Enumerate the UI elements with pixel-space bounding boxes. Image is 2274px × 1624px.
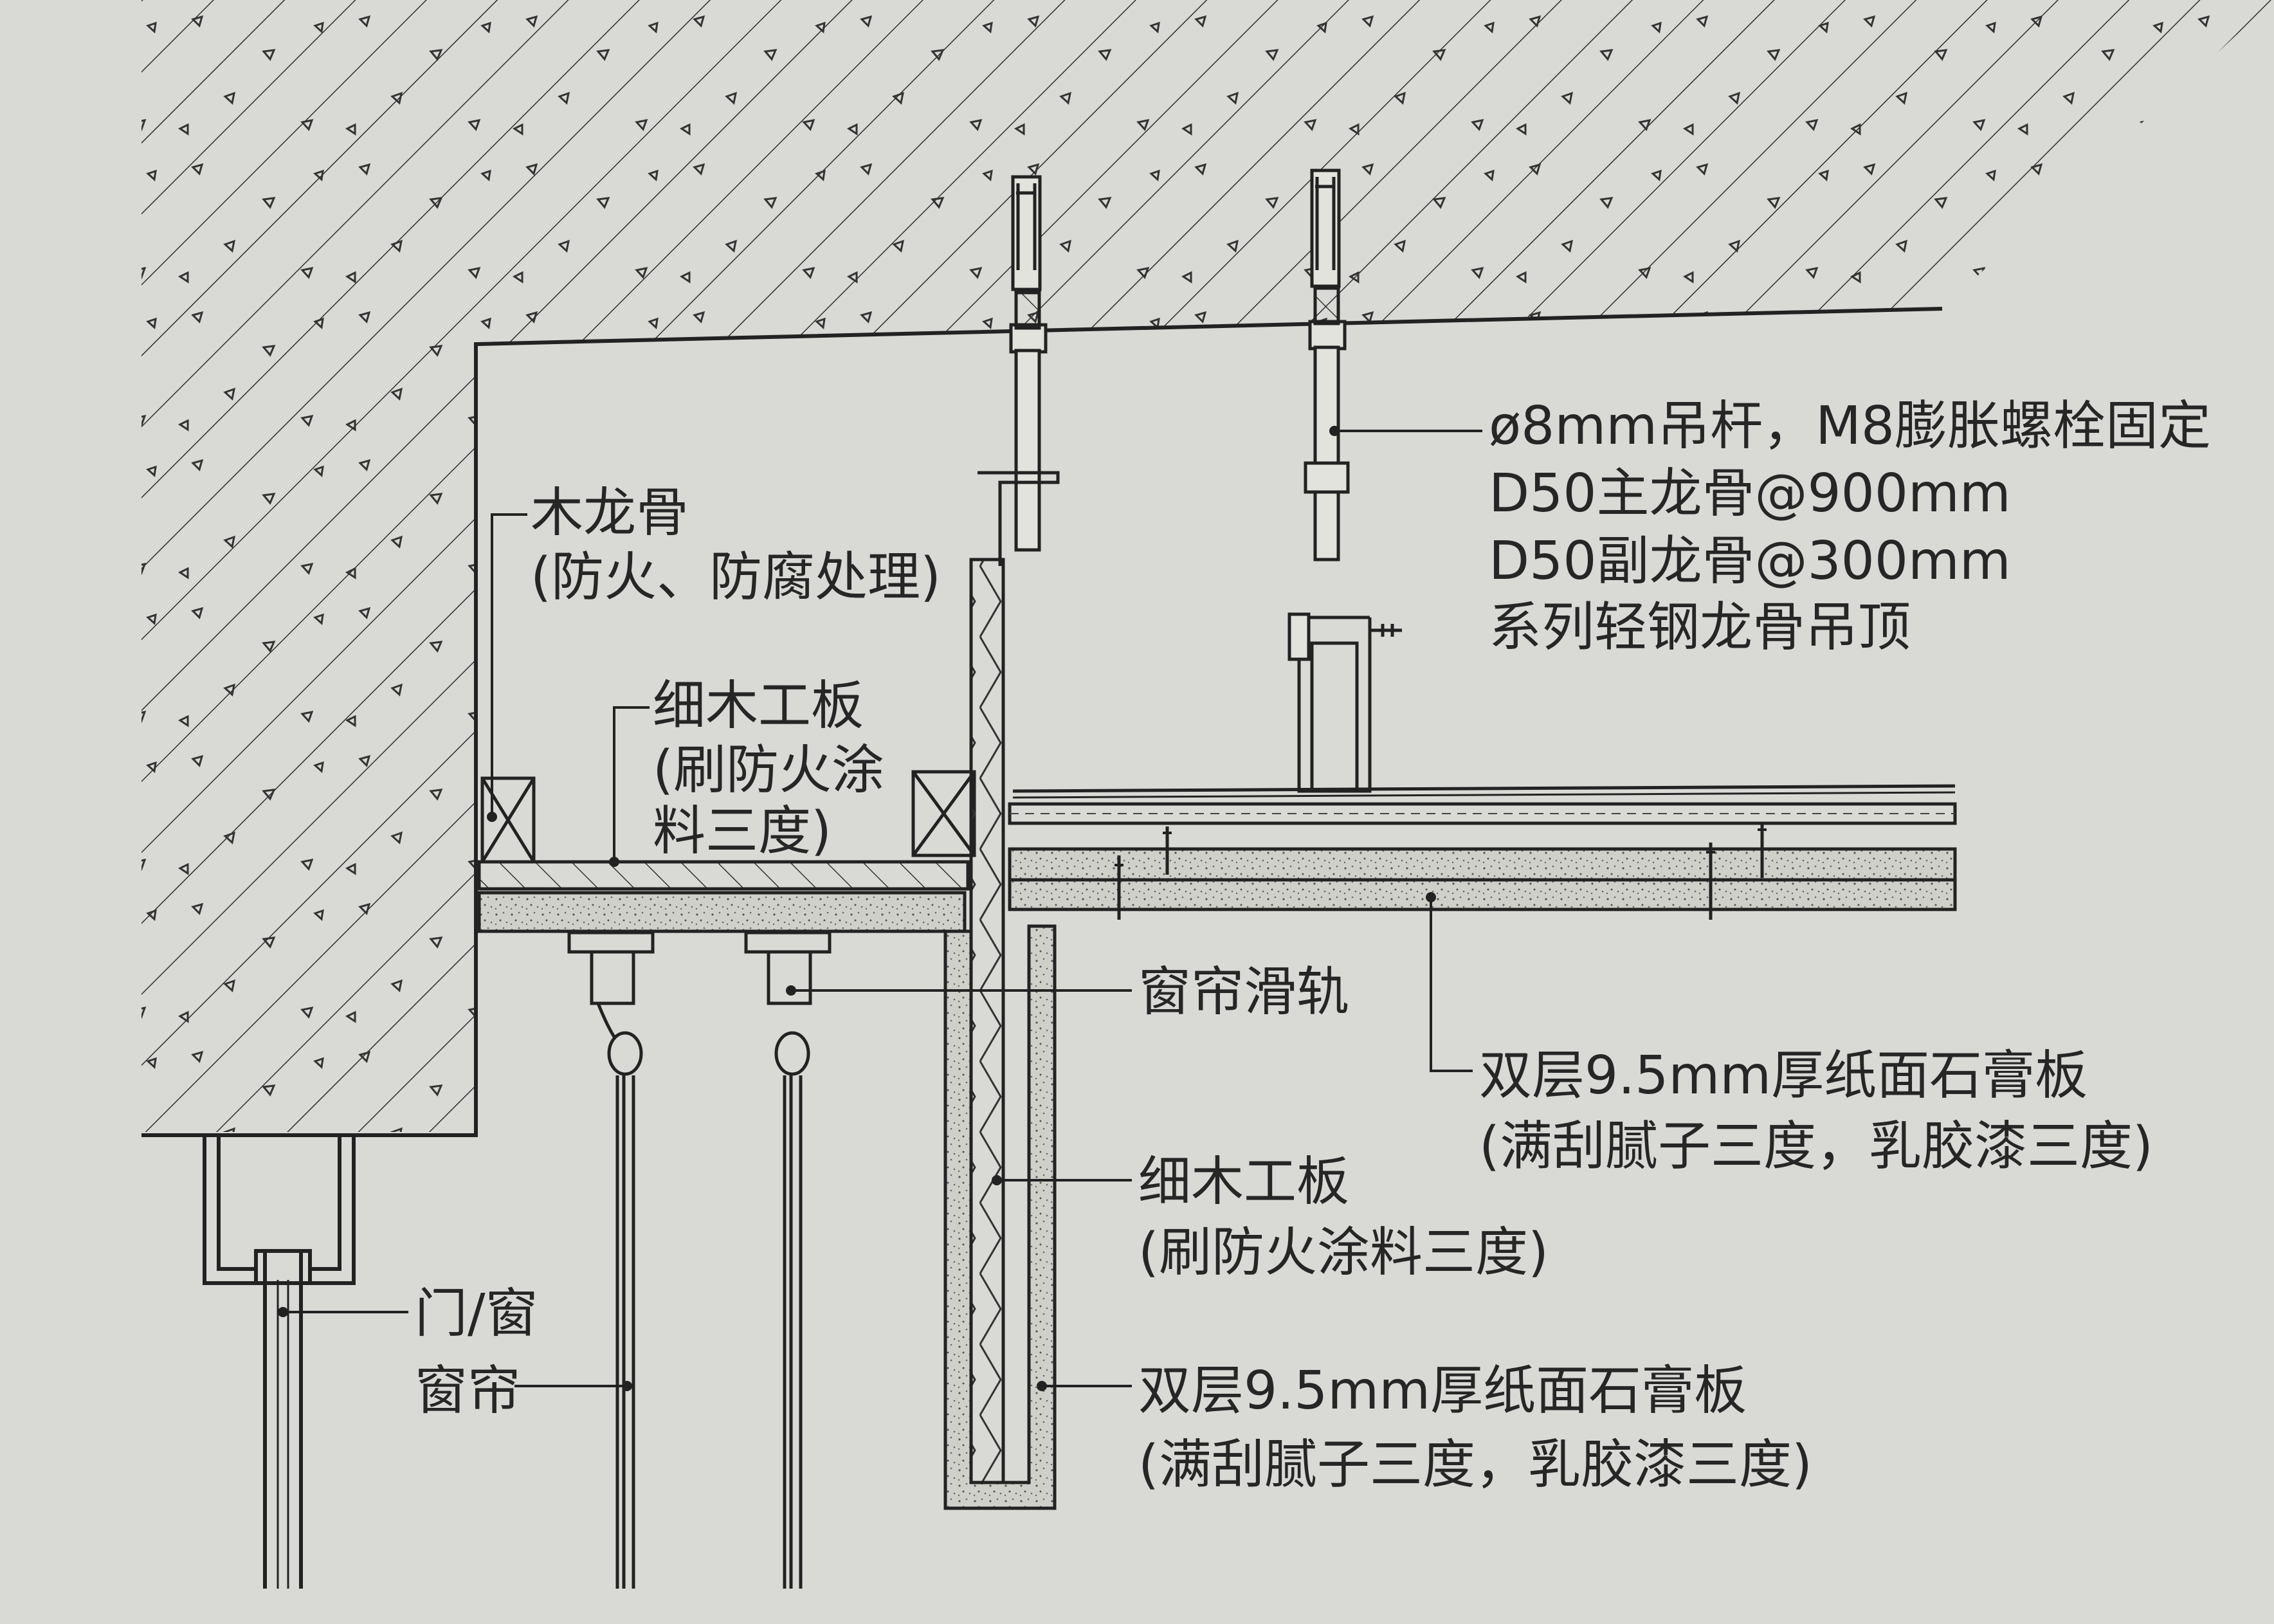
label-blockboard-side-note: (刷防火涂料三度) bbox=[1138, 1222, 1549, 1283]
label-gypsum-side-note: (满刮腻子三度，乳胶漆三度) bbox=[1138, 1434, 1812, 1495]
label-blockboard-top-note-2: 料三度) bbox=[653, 801, 832, 862]
label-blockboard-side: 细木工板 bbox=[1138, 1151, 1349, 1212]
main-ceiling bbox=[1008, 784, 1957, 920]
label-suspension-rod: ø8mm吊杆，M8膨胀螺栓固定 bbox=[1489, 396, 2211, 457]
horizontal-blockboard bbox=[477, 860, 970, 891]
label-gypsum-side: 双层9.5mm厚纸面石膏板 bbox=[1138, 1360, 1747, 1421]
label-door-window: 门/窗 bbox=[415, 1283, 538, 1344]
label-main-keel: D50主龙骨@900mm bbox=[1489, 463, 2011, 524]
hanger-left bbox=[978, 175, 1060, 566]
window-frame bbox=[203, 1133, 356, 1589]
curtain-track-right bbox=[744, 931, 832, 1589]
leader-lines bbox=[283, 430, 1482, 1387]
label-gypsum-top: 双层9.5mm厚纸面石膏板 bbox=[1479, 1045, 2088, 1106]
label-blockboard-top: 细木工板 bbox=[653, 675, 864, 736]
gypsum-board-pelmet bbox=[477, 891, 1057, 1510]
vertical-blockboard bbox=[969, 558, 1005, 1484]
annotation-labels: ø8mm吊杆，M8膨胀螺栓固定 D50主龙骨@900mm D50副龙骨@300m… bbox=[415, 396, 2211, 1495]
label-blockboard-top-note-1: (刷防火涂 bbox=[653, 740, 884, 801]
curtain-track-left bbox=[567, 931, 655, 1589]
label-wood-keel: 木龙骨 bbox=[531, 482, 689, 543]
label-gypsum-top-note: (满刮腻子三度，乳胶漆三度) bbox=[1479, 1116, 2153, 1177]
label-curtain-track: 窗帘滑轨 bbox=[1138, 962, 1349, 1023]
label-curtain: 窗帘 bbox=[415, 1360, 520, 1421]
label-wood-keel-note: (防火、防腐处理) bbox=[531, 547, 941, 608]
label-sub-keel: D50副龙骨@300mm bbox=[1489, 531, 2011, 592]
hanger-right bbox=[1287, 169, 1402, 793]
leader-dots bbox=[278, 426, 1436, 1391]
label-light-steel-ceiling: 系列轻钢龙骨吊顶 bbox=[1489, 597, 1911, 658]
